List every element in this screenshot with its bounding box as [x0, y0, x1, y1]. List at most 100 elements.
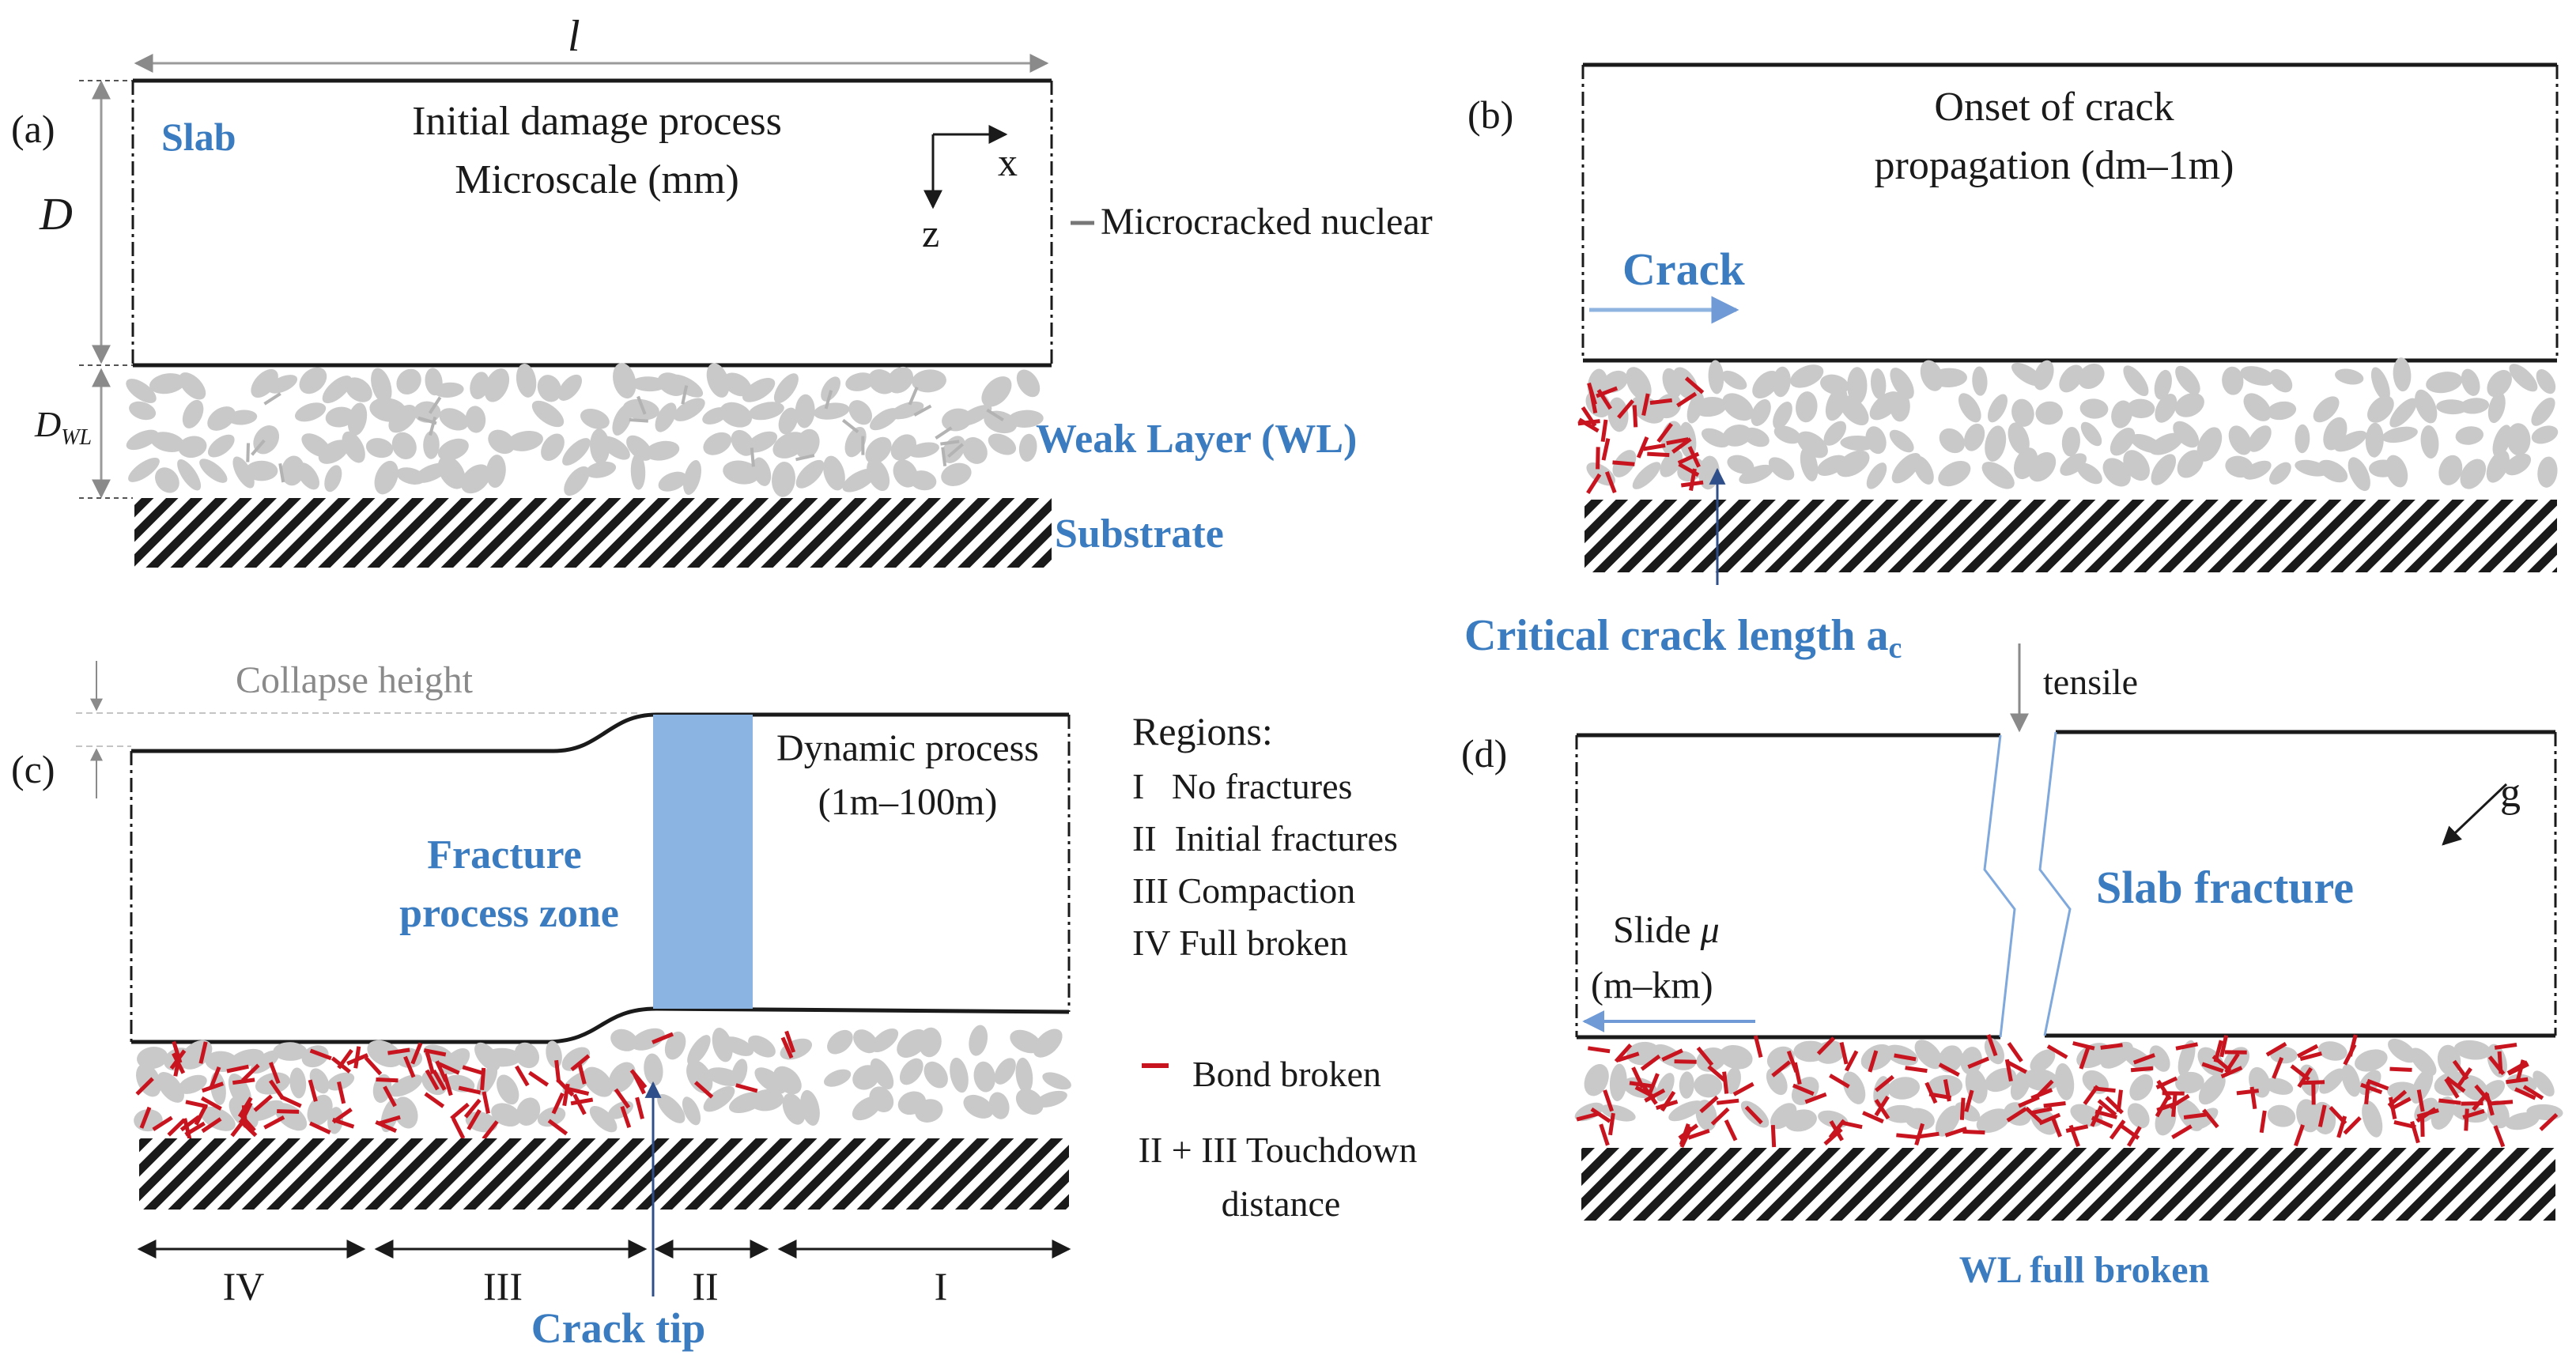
snow-grain — [2370, 367, 2390, 402]
snow-grain — [365, 438, 394, 459]
broken-bond — [241, 1104, 248, 1128]
snow-grain — [772, 462, 795, 497]
snow-grain — [2393, 357, 2412, 392]
snow-grain — [867, 459, 890, 492]
snow-grain — [178, 1074, 207, 1094]
snow-grain — [2123, 365, 2149, 397]
snow-grain — [723, 460, 760, 485]
snow-grain — [2198, 1073, 2226, 1105]
snow-grain — [2317, 1041, 2347, 1061]
broken-bond — [635, 1096, 644, 1119]
broken-bond — [1604, 471, 1617, 493]
broken-bond — [2387, 1089, 2408, 1108]
snow-grain — [1701, 428, 1730, 448]
snow-grain — [374, 460, 398, 495]
regions-title: Regions: — [1132, 709, 1273, 753]
snow-grain — [2175, 1071, 2204, 1093]
snow-grain — [800, 1089, 820, 1126]
broken-bond — [432, 1069, 447, 1091]
snow-grain — [630, 453, 646, 490]
snow-grain — [1010, 1029, 1041, 1054]
snow-grain — [915, 1099, 943, 1123]
snow-grain — [871, 1028, 899, 1053]
snow-grain — [307, 1094, 333, 1126]
broken-bond — [1771, 1060, 1792, 1078]
snow-grain — [909, 470, 937, 491]
microcrack — [429, 416, 437, 436]
snow-grain — [1889, 429, 1914, 453]
snow-grain — [723, 372, 752, 397]
snow-grain — [2420, 425, 2439, 459]
snow-grain — [1727, 455, 1754, 474]
broken-bond — [1905, 1066, 1928, 1074]
snow-grain — [821, 376, 840, 402]
snow-grain — [557, 374, 582, 401]
broken-bond — [1962, 1129, 1985, 1135]
snow-grain — [2365, 422, 2384, 458]
broken-bond — [2444, 1078, 2460, 1099]
snow-grain — [580, 408, 610, 429]
snow-grain — [706, 363, 730, 398]
broken-bond — [2494, 1043, 2517, 1050]
snow-grain — [1035, 1090, 1067, 1108]
snow-grain — [2267, 1104, 2296, 1127]
broken-bond — [1896, 1133, 1919, 1140]
slide-word: Slide — [1613, 909, 1691, 951]
collapse-height-label: Collapse height — [236, 659, 474, 701]
broken-bond — [2005, 1059, 2027, 1074]
dynamic-label-line1: Dynamic process — [776, 727, 1039, 769]
snow-grain — [324, 465, 342, 493]
broken-bond — [562, 1083, 570, 1107]
snow-grain — [2531, 425, 2559, 444]
broken-bond — [2079, 1047, 2091, 1070]
tensile-label: tensile — [2043, 662, 2138, 702]
snow-grain — [608, 1062, 636, 1093]
broken-bond — [1649, 398, 1672, 406]
snow-grain — [507, 430, 543, 451]
snow-grain — [273, 1042, 308, 1061]
panel-a-title-line2: Microscale (mm) — [455, 157, 739, 202]
snow-grain — [2438, 455, 2463, 485]
panel-b-label: (b) — [1467, 92, 1513, 137]
broken-bond — [1632, 405, 1638, 428]
broken-bond — [185, 1100, 208, 1109]
snow-grain — [2385, 455, 2408, 488]
broken-bond — [1717, 1098, 1739, 1105]
snow-grain — [2536, 368, 2556, 394]
snow-grain — [541, 433, 565, 461]
snow-grain — [658, 471, 687, 492]
snow-grain — [2389, 398, 2417, 428]
broken-bond — [1576, 1111, 1599, 1122]
snow-grain — [126, 429, 159, 451]
broken-bond — [463, 1098, 482, 1119]
broken-bond — [2236, 1089, 2259, 1096]
broken-bond — [139, 1106, 152, 1129]
broken-bond — [784, 1030, 796, 1053]
wl-full-broken-label: WL full broken — [1959, 1249, 2210, 1291]
broken-bond — [2393, 1119, 2416, 1130]
snow-grain — [205, 1051, 239, 1072]
broken-bond — [2007, 1042, 2023, 1062]
broken-bond — [1696, 1046, 1714, 1066]
panel-c: (c) Collapse height Fracture process zon… — [11, 659, 1417, 1352]
region-iii: III Compaction — [1132, 870, 1355, 911]
snow-grain — [2487, 392, 2506, 424]
broken-bond — [570, 1097, 594, 1106]
broken-bond — [1684, 376, 1705, 394]
substrate-c — [139, 1138, 1069, 1210]
broken-bond — [1656, 422, 1674, 443]
snow-grain — [2059, 364, 2083, 393]
snow-grain — [686, 1060, 713, 1094]
snow-grain — [1772, 366, 1791, 398]
snow-grain — [537, 1107, 566, 1127]
broken-bond — [268, 1079, 285, 1100]
slide-gap — [1691, 909, 1701, 951]
broken-bond — [1647, 451, 1670, 458]
slab-thickness-symbol: D — [39, 188, 73, 240]
broken-bond — [2004, 1059, 2013, 1082]
broken-bond — [183, 1118, 192, 1141]
snow-grain — [813, 402, 850, 420]
broken-bond — [1577, 419, 1600, 426]
snow-grain — [2415, 389, 2438, 424]
snow-grain — [748, 402, 784, 421]
